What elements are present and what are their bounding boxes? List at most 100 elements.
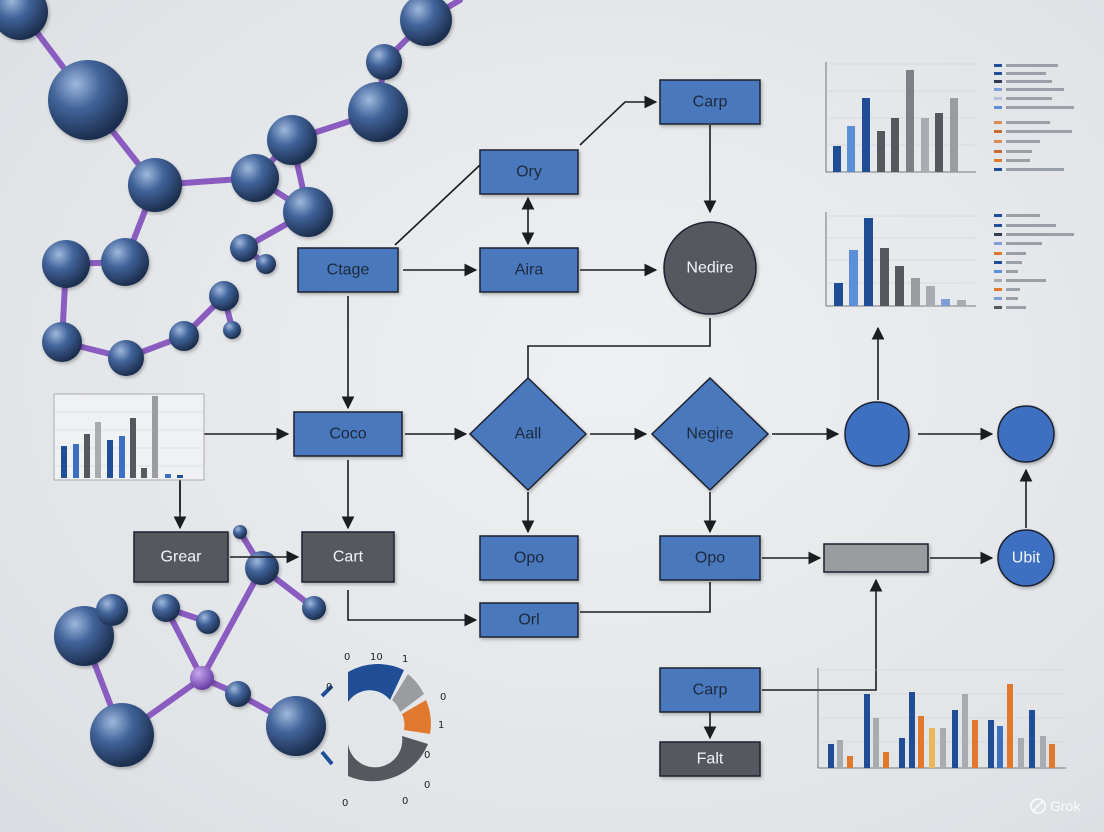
molecule-bottom-left xyxy=(54,525,326,767)
node-opo-right-label: Opo xyxy=(695,550,725,567)
grok-logo-icon xyxy=(1030,798,1046,814)
node-grear[interactable]: Grear xyxy=(133,531,229,583)
mini-chart-bottom-right xyxy=(817,668,1066,769)
node-falt-label: Falt xyxy=(697,751,724,768)
gauge-label: 0 xyxy=(342,798,348,809)
gauge-label: 10 xyxy=(370,652,383,663)
chart-bar xyxy=(95,422,101,478)
node-orl-label: Orl xyxy=(518,612,539,629)
chart-bar xyxy=(61,446,67,478)
gauge-segment xyxy=(348,664,404,702)
chart-bar xyxy=(119,436,125,478)
chart-bar xyxy=(177,475,183,478)
node-coco[interactable]: Coco xyxy=(293,411,403,457)
node-nedire[interactable]: Nedire xyxy=(663,221,757,315)
node-circle-right[interactable] xyxy=(997,405,1055,463)
edge-nedire-aall xyxy=(527,318,711,378)
chart-bar xyxy=(935,113,943,172)
chart-bar xyxy=(107,440,113,478)
chart-legend xyxy=(994,214,1074,309)
gauge-label: 1 xyxy=(438,720,444,731)
node-aall[interactable]: Aall xyxy=(468,376,588,492)
node-carp-top-label: Carp xyxy=(693,94,728,111)
gauge-label: 0 xyxy=(424,780,430,791)
gauge-segment xyxy=(392,674,424,712)
node-cart[interactable]: Cart xyxy=(301,531,395,583)
edge-cart-orl xyxy=(347,590,478,627)
chart-bar xyxy=(891,118,899,172)
node-carp-bottom-label: Carp xyxy=(693,682,728,699)
node-ory[interactable]: Ory xyxy=(479,149,579,195)
gauge-label: 0 xyxy=(344,652,350,663)
node-ubit-label: Ubit xyxy=(1012,550,1041,567)
edge-opo-orl xyxy=(580,582,711,613)
chart-bar xyxy=(950,98,958,172)
mini-chart-left xyxy=(53,393,205,481)
molecule-top-left xyxy=(0,0,463,376)
chart-bar xyxy=(833,146,841,172)
node-orl[interactable]: Orl xyxy=(479,602,579,638)
node-aira[interactable]: Aira xyxy=(479,247,579,293)
chart-legend xyxy=(994,64,1074,171)
chart-bar xyxy=(880,248,889,306)
node-ctage-label: Ctage xyxy=(327,262,370,279)
chart-bar xyxy=(130,418,136,478)
chart-bar xyxy=(877,131,885,172)
chart-bar xyxy=(834,283,843,306)
watermark-text: Grok xyxy=(1050,798,1081,814)
chart-bar xyxy=(847,126,855,172)
chart-bar xyxy=(864,218,873,306)
node-nedire-label: Nedire xyxy=(686,260,733,277)
chart-bar xyxy=(941,299,950,306)
edge-ory-carp xyxy=(579,95,658,146)
node-ory-label: Ory xyxy=(516,164,542,181)
node-opo-left[interactable]: Opo xyxy=(479,535,579,581)
chart-bar xyxy=(862,98,870,172)
node-circle-mid[interactable] xyxy=(844,401,910,467)
chart-bar xyxy=(84,434,90,478)
node-carp-bottom[interactable]: Carp xyxy=(659,667,761,713)
gauge-segment xyxy=(402,700,431,734)
node-aira-label: Aira xyxy=(515,262,544,279)
chart-bar xyxy=(165,474,171,478)
gauge-label: 0 xyxy=(326,682,332,693)
watermark: Grok xyxy=(1030,798,1081,814)
gauge-label: 0 xyxy=(424,750,430,761)
chart-bar xyxy=(921,118,929,172)
chart-bar xyxy=(957,300,966,306)
chart-bar xyxy=(926,286,935,306)
gauge-label: 0 xyxy=(402,796,408,807)
chart-bar xyxy=(141,468,147,478)
mini-chart-middle-right xyxy=(825,212,1074,309)
chart-bar xyxy=(849,250,858,306)
node-negire-label: Negire xyxy=(686,426,733,443)
node-gray-block[interactable] xyxy=(823,543,929,573)
node-aall-label: Aall xyxy=(515,426,542,443)
chart-bar xyxy=(152,396,158,478)
gauge-segment xyxy=(348,736,428,782)
chart-bar xyxy=(906,70,914,172)
chart-bar xyxy=(911,278,920,306)
gauge-label: 0 xyxy=(440,692,446,703)
node-grear-label: Grear xyxy=(161,549,203,566)
node-ubit[interactable]: Ubit xyxy=(997,529,1055,587)
chart-bar xyxy=(73,444,79,478)
mini-chart-top-right xyxy=(825,62,1074,173)
node-falt[interactable]: Falt xyxy=(659,741,761,777)
node-coco-label: Coco xyxy=(329,426,366,443)
edges xyxy=(173,95,1033,740)
edge-ctage-ory xyxy=(394,164,481,246)
node-negire[interactable]: Negire xyxy=(650,376,770,492)
gauge-label: 1 xyxy=(402,654,408,665)
node-cart-label: Cart xyxy=(333,549,364,566)
chart-bars xyxy=(828,684,1055,768)
node-opo-left-label: Opo xyxy=(514,550,544,567)
edge-carp-grayblock xyxy=(762,578,883,691)
gauge-chart: 0 10 1 0 0 1 0 0 0 0 xyxy=(320,652,446,809)
node-opo-right[interactable]: Opo xyxy=(659,535,761,581)
node-ctage[interactable]: Ctage xyxy=(297,247,399,293)
chart-bar xyxy=(895,266,904,306)
node-carp-top[interactable]: Carp xyxy=(659,79,761,125)
